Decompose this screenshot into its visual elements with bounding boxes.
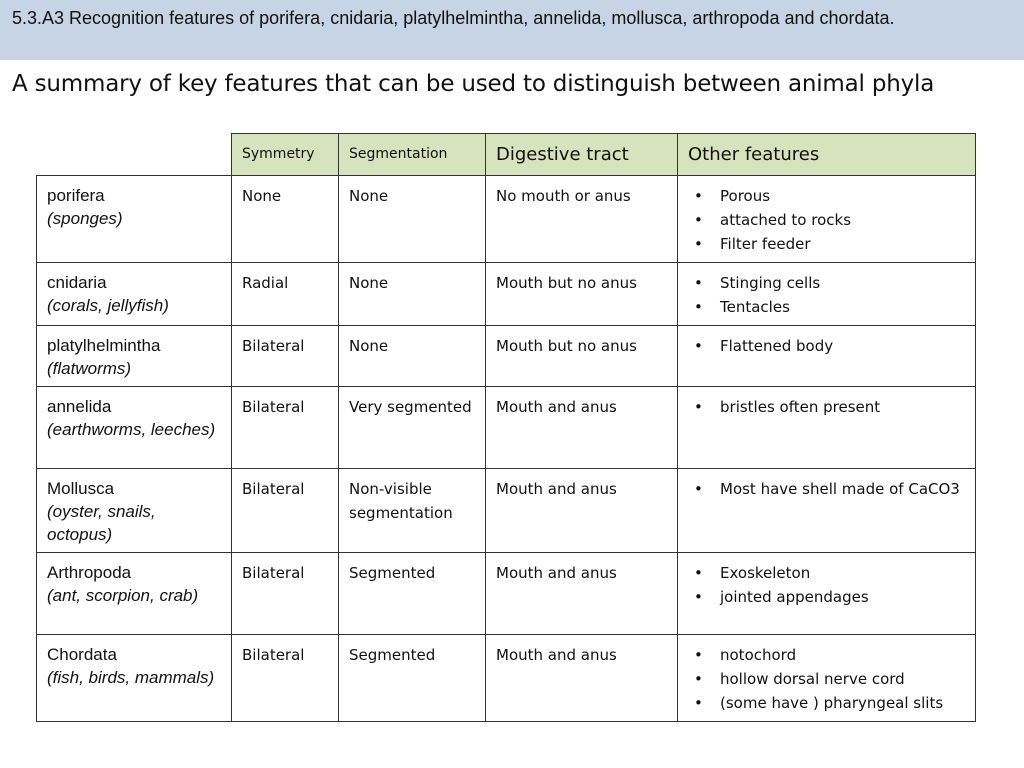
segmentation-cell: None — [338, 175, 486, 263]
digestive-tract-cell: Mouth and anus — [485, 634, 678, 722]
segmentation-cell: Very segmented — [338, 386, 486, 469]
feature-item: hollow dorsal nerve cord — [688, 667, 965, 691]
phylum-cell: Chordata (fish, birds, mammals) — [36, 634, 232, 722]
segmentation-cell: Segmented — [338, 552, 486, 635]
column-header-segmentation: Segmentation — [338, 133, 486, 176]
symmetry-cell: Bilateral — [231, 386, 339, 469]
other-features-cell: bristles often present — [677, 386, 976, 469]
symmetry-cell: Bilateral — [231, 552, 339, 635]
phylum-name: platylhelmintha — [47, 336, 161, 355]
phylum-name: porifera — [47, 186, 105, 205]
features-list: Porousattached to rocksFilter feeder — [688, 184, 965, 256]
digestive-tract-cell: Mouth but no anus — [485, 262, 678, 326]
phylum-common-name: (ant, scorpion, crab) — [47, 586, 199, 605]
features-list: Stinging cellsTentacles — [688, 271, 965, 319]
feature-item: Flattened body — [688, 334, 965, 358]
digestive-tract-cell: Mouth but no anus — [485, 325, 678, 387]
segmentation-cell: None — [338, 262, 486, 326]
table-row: Arthropoda (ant, scorpion, crab) Bilateral… — [36, 552, 976, 635]
phylum-common-name: (earthworms, leeches) — [47, 420, 216, 439]
phylum-cell: cnidaria (corals, jellyfish) — [36, 262, 232, 326]
phylum-cell: porifera (sponges) — [36, 175, 232, 263]
phylum-common-name: (corals, jellyfish) — [47, 296, 169, 315]
phyla-table: Symmetry Segmentation Digestive tract Ot… — [36, 133, 976, 722]
symmetry-cell: Radial — [231, 262, 339, 326]
digestive-tract-cell: Mouth and anus — [485, 386, 678, 469]
column-header-other-features: Other features — [677, 133, 976, 176]
symmetry-cell: Bilateral — [231, 468, 339, 553]
digestive-tract-cell: Mouth and anus — [485, 468, 678, 553]
column-header-symmetry: Symmetry — [231, 133, 339, 176]
feature-item: Stinging cells — [688, 271, 965, 295]
phylum-common-name: (oyster, snails, octopus) — [47, 502, 156, 544]
phylum-common-name: (fish, birds, mammals) — [47, 668, 215, 687]
features-list: Flattened body — [688, 334, 965, 358]
phylum-cell: Mollusca (oyster, snails, octopus) — [36, 468, 232, 553]
features-list: Most have shell made of CaCO3 — [688, 477, 965, 501]
feature-item: notochord — [688, 643, 965, 667]
symmetry-cell: Bilateral — [231, 634, 339, 722]
features-list: Exoskeletonjointed appendages — [688, 561, 965, 609]
segmentation-cell: Segmented — [338, 634, 486, 722]
feature-item: Porous — [688, 184, 965, 208]
symmetry-cell: None — [231, 175, 339, 263]
feature-item: Exoskeleton — [688, 561, 965, 585]
feature-item: (some have ) pharyngeal slits — [688, 691, 965, 715]
feature-item: bristles often present — [688, 395, 965, 419]
symmetry-cell: Bilateral — [231, 325, 339, 387]
segmentation-cell: None — [338, 325, 486, 387]
feature-item: jointed appendages — [688, 585, 965, 609]
feature-item: Tentacles — [688, 295, 965, 319]
feature-item: Most have shell made of CaCO3 — [688, 477, 965, 501]
digestive-tract-cell: No mouth or anus — [485, 175, 678, 263]
feature-item: attached to rocks — [688, 208, 965, 232]
phylum-name: Arthropoda — [47, 563, 132, 582]
column-header-digestive-tract: Digestive tract — [485, 133, 678, 176]
slide-title: 5.3.A3 Recognition features of porifera,… — [12, 8, 895, 28]
other-features-cell: Porousattached to rocksFilter feeder — [677, 175, 976, 263]
digestive-tract-cell: Mouth and anus — [485, 552, 678, 635]
phylum-common-name: (flatworms) — [47, 359, 132, 378]
other-features-cell: Exoskeletonjointed appendages — [677, 552, 976, 635]
other-features-cell: Flattened body — [677, 325, 976, 387]
table-row: Mollusca (oyster, snails, octopus) Bilater… — [36, 468, 976, 553]
phylum-name: Chordata — [47, 645, 117, 664]
slide-banner: 5.3.A3 Recognition features of porifera,… — [0, 0, 1024, 60]
phylum-cell: platylhelmintha (flatworms) — [36, 325, 232, 387]
segmentation-cell: Non-visible segmentation — [338, 468, 486, 553]
slide-subtitle: A summary of key features that can be us… — [12, 71, 935, 97]
table-header-row: Symmetry Segmentation Digestive tract Ot… — [36, 133, 976, 176]
phylum-name: Mollusca — [47, 479, 115, 498]
phylum-cell: Arthropoda (ant, scorpion, crab) — [36, 552, 232, 635]
other-features-cell: Stinging cellsTentacles — [677, 262, 976, 326]
feature-item: Filter feeder — [688, 232, 965, 256]
other-features-cell: notochordhollow dorsal nerve cord(some h… — [677, 634, 976, 722]
phylum-name: annelida — [47, 397, 112, 416]
phylum-common-name: (sponges) — [47, 209, 123, 228]
corner-cell — [36, 133, 232, 176]
features-list: bristles often present — [688, 395, 965, 419]
features-list: notochordhollow dorsal nerve cord(some h… — [688, 643, 965, 715]
phylum-cell: annelida (earthworms, leeches) — [36, 386, 232, 469]
phylum-name: cnidaria — [47, 273, 107, 292]
other-features-cell: Most have shell made of CaCO3 — [677, 468, 976, 553]
